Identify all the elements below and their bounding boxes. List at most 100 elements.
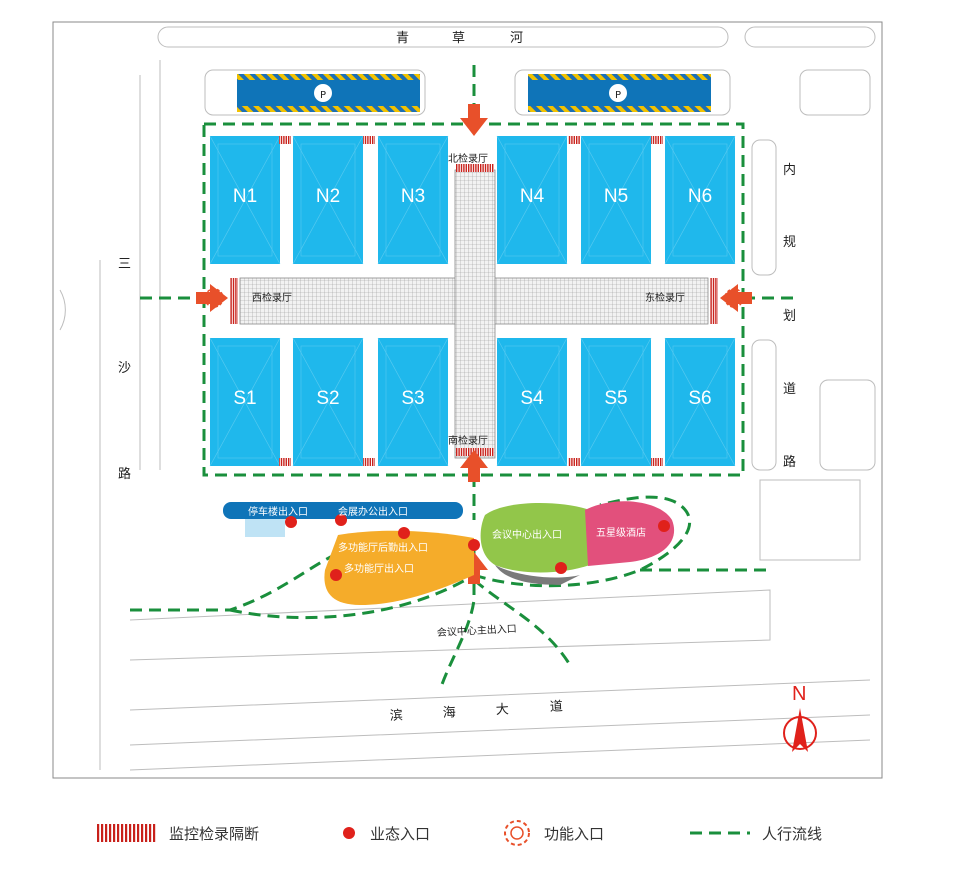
hall-n2: N2 [292, 135, 364, 265]
legend-label-business-entrance: 业态入口 [370, 824, 431, 843]
hall-label: N6 [688, 186, 712, 207]
svg-text:路: 路 [118, 466, 131, 482]
hall-s2: S2 [292, 337, 364, 467]
svg-text:河: 河 [510, 31, 523, 46]
legend-item-pedestrian-route: 人行流线 [690, 818, 822, 848]
multi-function-hall [324, 530, 474, 605]
svg-text:内: 内 [783, 162, 796, 178]
svg-text:草: 草 [452, 31, 465, 46]
label-hotel: 五星级酒店 [596, 526, 646, 539]
checkpoint-barrier [568, 458, 580, 466]
north-entrance-arrow [460, 104, 488, 136]
label-conference-exit: 会议中心出入口 [492, 528, 562, 541]
label-multi-entrance: 多功能厅出入口 [344, 562, 414, 575]
legend-item-business-entrance: 业态入口 [340, 818, 430, 848]
checkpoint-barrier [568, 136, 580, 144]
svg-text:海: 海 [442, 705, 456, 721]
hall-label: N1 [233, 186, 257, 207]
legend-item-barrier: 监控检录隔断 [97, 818, 259, 848]
svg-text:滨: 滨 [389, 707, 403, 724]
checkpoint-north-label: 北检录厅 [448, 152, 488, 165]
hall-n4: N4 [496, 135, 568, 265]
hall-n3: N3 [377, 135, 449, 265]
north-compass: N [783, 683, 817, 752]
business-entrance-dots [285, 514, 670, 581]
hall-s4: S4 [496, 337, 568, 467]
halls-south: S1 S2 S3 S4 S5 S6 [209, 337, 736, 467]
north-arrow-icon [792, 708, 808, 752]
conference-center [480, 503, 590, 585]
label-office-entrance: 会展办公出入口 [338, 505, 408, 518]
checkpoint-barrier [230, 278, 238, 324]
east-entrance-arrow [720, 284, 752, 312]
function-entrance-icon [504, 820, 530, 846]
svg-text:三: 三 [118, 257, 131, 272]
checkpoint-south-label: 南检录厅 [448, 434, 488, 447]
west-entrance-arrow [196, 284, 228, 312]
legend-label-pedestrian-route: 人行流线 [762, 824, 823, 843]
legend-label-barrier: 监控检录隔断 [169, 824, 260, 843]
corridor-vertical [454, 169, 496, 459]
hall-n1: N1 [209, 135, 281, 265]
hall-label: S4 [520, 388, 544, 409]
checkpoint-barrier [363, 136, 375, 144]
hall-label: S6 [688, 388, 711, 409]
checkpoint-barrier [651, 458, 663, 466]
svg-text:路: 路 [783, 454, 796, 470]
hall-n6: N6 [664, 135, 736, 265]
legend-label-function-entrance: 功能入口 [544, 824, 605, 843]
halls-north: N1 N2 N3 N4 N5 N6 [209, 135, 736, 265]
checkpoint-barrier-icon [97, 824, 157, 842]
five-star-hotel [585, 501, 675, 566]
svg-text:沙: 沙 [118, 361, 131, 376]
road-network [59, 26, 876, 771]
svg-text:规: 规 [783, 235, 796, 250]
parking-exit-strip [223, 502, 463, 537]
legend: 监控检录隔断 业态入口 功能入口 人行流线 [0, 800, 960, 860]
hall-s3: S3 [377, 337, 449, 467]
south-entrance-arrow [460, 450, 488, 482]
function-entrance-rings [204, 288, 744, 308]
label-conference-main: 会议中心主出入口 [436, 622, 517, 639]
hall-label: S1 [233, 388, 256, 409]
hall-label: S3 [401, 388, 424, 409]
hall-label: S5 [604, 388, 627, 409]
svg-text:大: 大 [495, 702, 509, 718]
road-bottom-name: 滨 海 大 道 [389, 699, 563, 724]
road-right-name: 内 规 划 道 路 [783, 162, 796, 470]
checkpoint-barrier [651, 136, 663, 144]
label-parking-exit: 停车楼出入口 [248, 505, 308, 518]
svg-text:道: 道 [549, 699, 563, 715]
road-left-name: 三 沙 路 [118, 257, 131, 482]
checkpoint-west-label: 西检录厅 [252, 291, 292, 304]
checkpoint-east-label: 东检录厅 [645, 291, 685, 304]
hall-n5: N5 [580, 135, 652, 265]
checkpoint-barrier [279, 136, 291, 144]
parking-lot-east: P [528, 74, 711, 112]
business-entrance-dot-icon [343, 827, 355, 839]
checkpoint-barrier [456, 164, 494, 172]
legend-item-function-entrance: 功能入口 [502, 818, 604, 848]
north-letter: N [792, 683, 806, 705]
parking-icon: P [320, 90, 326, 101]
parking-icon: P [615, 90, 621, 101]
hall-label: N3 [401, 186, 425, 207]
svg-text:划: 划 [783, 309, 796, 324]
svg-text:青: 青 [396, 31, 409, 46]
hall-s6: S6 [664, 337, 736, 467]
checkpoint-barrier [363, 458, 375, 466]
hall-label: S2 [316, 388, 339, 409]
hall-label: N2 [316, 186, 340, 207]
hall-s5: S5 [580, 337, 652, 467]
road-top-name: 青 草 河 [396, 31, 523, 46]
parking-lot-west: P [237, 74, 420, 112]
pedestrian-route-icon [690, 831, 750, 835]
hall-s1: S1 [209, 337, 281, 467]
label-multi-back-entrance: 多功能厅后勤出入口 [338, 541, 428, 554]
venue-site-map: P P N1 N2 N3 N4 N5 N6 S1 S2 S3 S4 S5 S6 [52, 21, 883, 779]
svg-text:道: 道 [783, 382, 796, 397]
checkpoint-barrier [279, 458, 291, 466]
checkpoint-barrier [710, 278, 718, 324]
hall-label: N5 [604, 186, 628, 207]
hall-label: N4 [520, 186, 545, 207]
